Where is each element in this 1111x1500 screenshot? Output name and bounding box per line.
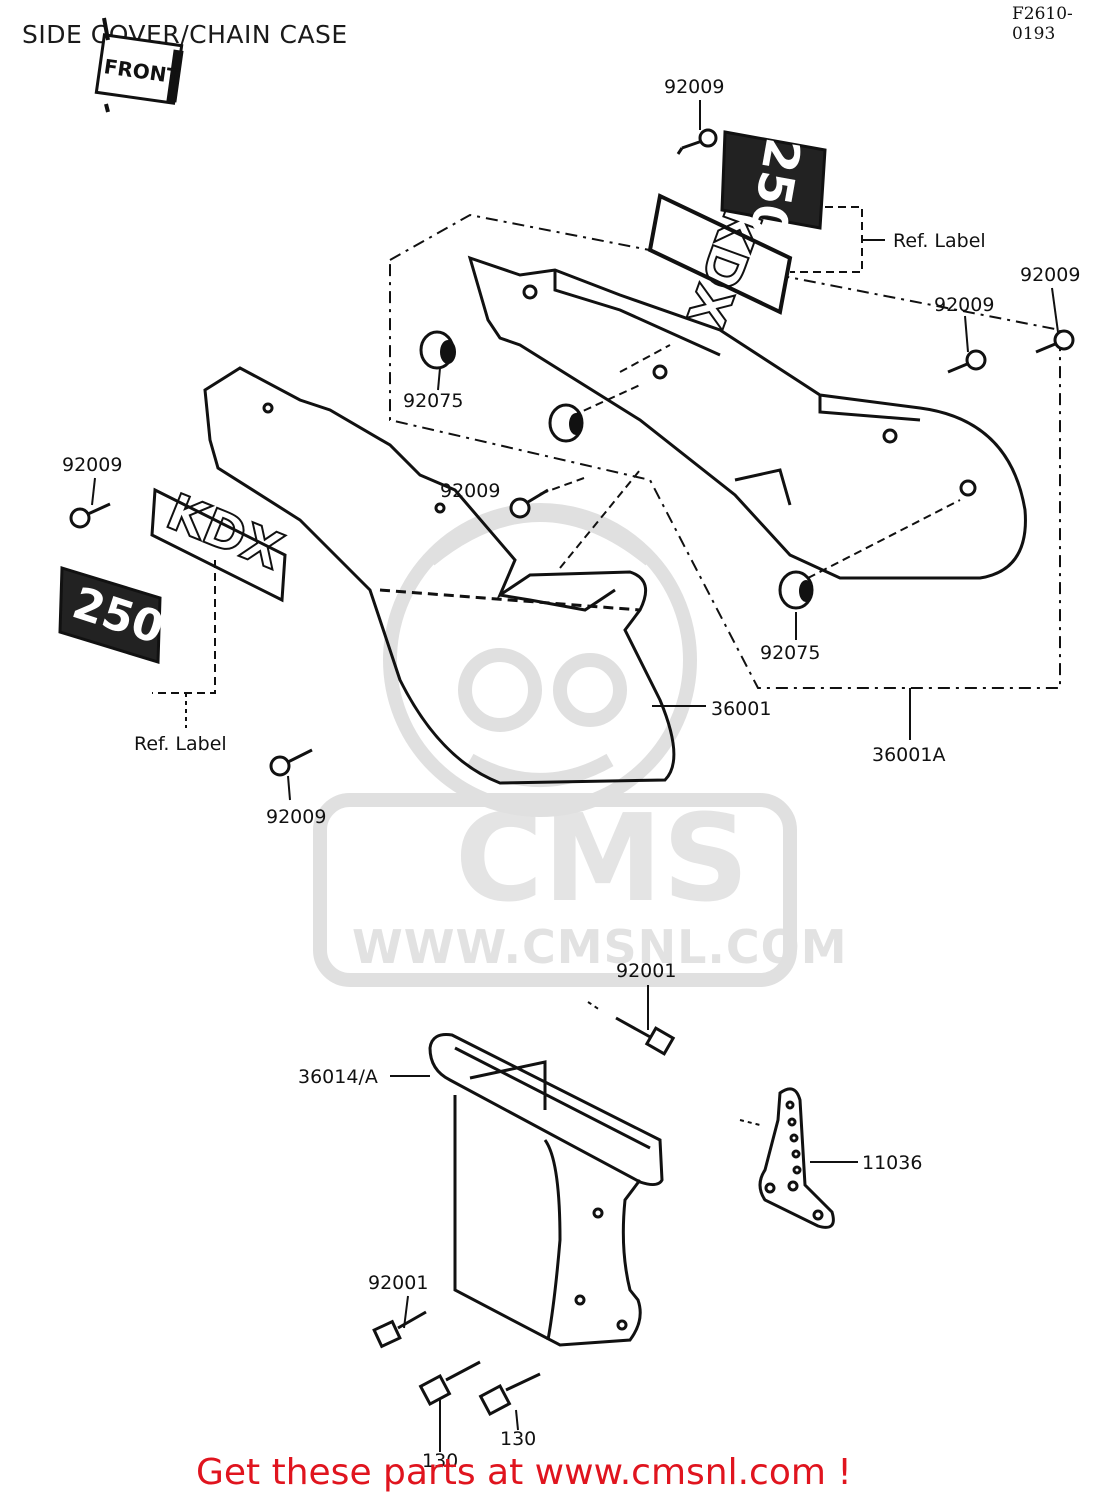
callout-bolt-130-right: 130 bbox=[500, 1428, 537, 1450]
assembly-outline-36001A bbox=[389, 213, 1061, 689]
side-cover-left bbox=[203, 366, 676, 785]
bolt-130-left bbox=[418, 1360, 481, 1407]
front-marker: FRONT bbox=[94, 17, 184, 113]
page-title: SIDE COVER/CHAIN CASE bbox=[22, 20, 348, 49]
callout-screw-92009-bottom: 92009 bbox=[266, 806, 327, 828]
screw-92009-right-a bbox=[947, 349, 987, 374]
screw-92009-right-b bbox=[1035, 329, 1075, 354]
watermark-url: WWW.CMSNL.COM bbox=[352, 920, 848, 974]
callout-chain-case-36014A: 36014/A bbox=[298, 1066, 378, 1088]
callout-bolt-92001-lower: 92001 bbox=[368, 1272, 429, 1294]
leader-lines-lower bbox=[390, 985, 858, 1452]
callout-ref-label-left: Ref. Label bbox=[134, 733, 227, 755]
callout-bolt-92001-upper: 92001 bbox=[616, 960, 677, 982]
callout-bolt-130-left: 130 bbox=[422, 1450, 459, 1472]
grommet-lower bbox=[778, 570, 814, 610]
screw-92009-top bbox=[676, 128, 718, 155]
footer-promo-text: Get these parts at www.cmsnl.com ! bbox=[196, 1452, 852, 1493]
callout-screw-92009-right: 92009 bbox=[934, 294, 995, 316]
screw-92009-bottom bbox=[269, 748, 313, 777]
callout-screw-92009-left: 92009 bbox=[62, 454, 123, 476]
callout-screw-92009-top: 92009 bbox=[664, 76, 725, 98]
watermark-brand: CMS bbox=[455, 790, 749, 929]
callout-bracket-11036: 11036 bbox=[862, 1152, 923, 1174]
decal-kdx-right: KDX bbox=[647, 193, 793, 336]
grommet-mid bbox=[548, 403, 584, 443]
decal-250-right: 250 bbox=[720, 130, 827, 242]
chain-case bbox=[428, 1033, 664, 1347]
callout-screw-92009-far-right: 92009 bbox=[1020, 264, 1081, 286]
callout-grommet-92075-lower: 92075 bbox=[760, 642, 821, 664]
side-cover-right bbox=[467, 255, 1027, 580]
bolt-130-right bbox=[478, 1372, 541, 1417]
diagram-code: F2610-0193 bbox=[1012, 4, 1073, 44]
decal-250-left: 250 bbox=[58, 565, 170, 665]
callout-ref-label-right: Ref. Label bbox=[893, 230, 986, 252]
grommet-upper bbox=[419, 330, 456, 370]
callout-side-cover-36001A: 36001A bbox=[872, 744, 946, 766]
callout-grommet-92075-upper: 92075 bbox=[403, 390, 464, 412]
watermark-mascot bbox=[313, 503, 797, 987]
callout-screw-92009-center: 92009 bbox=[440, 480, 501, 502]
bracket-11036 bbox=[758, 1087, 835, 1229]
callout-side-cover-36001: 36001 bbox=[711, 698, 772, 720]
screw-92009-left bbox=[69, 502, 111, 529]
bolt-92001-lower bbox=[372, 1310, 427, 1349]
leader-lines-upper bbox=[91, 100, 1059, 801]
bolt-92001-upper bbox=[615, 1016, 676, 1056]
